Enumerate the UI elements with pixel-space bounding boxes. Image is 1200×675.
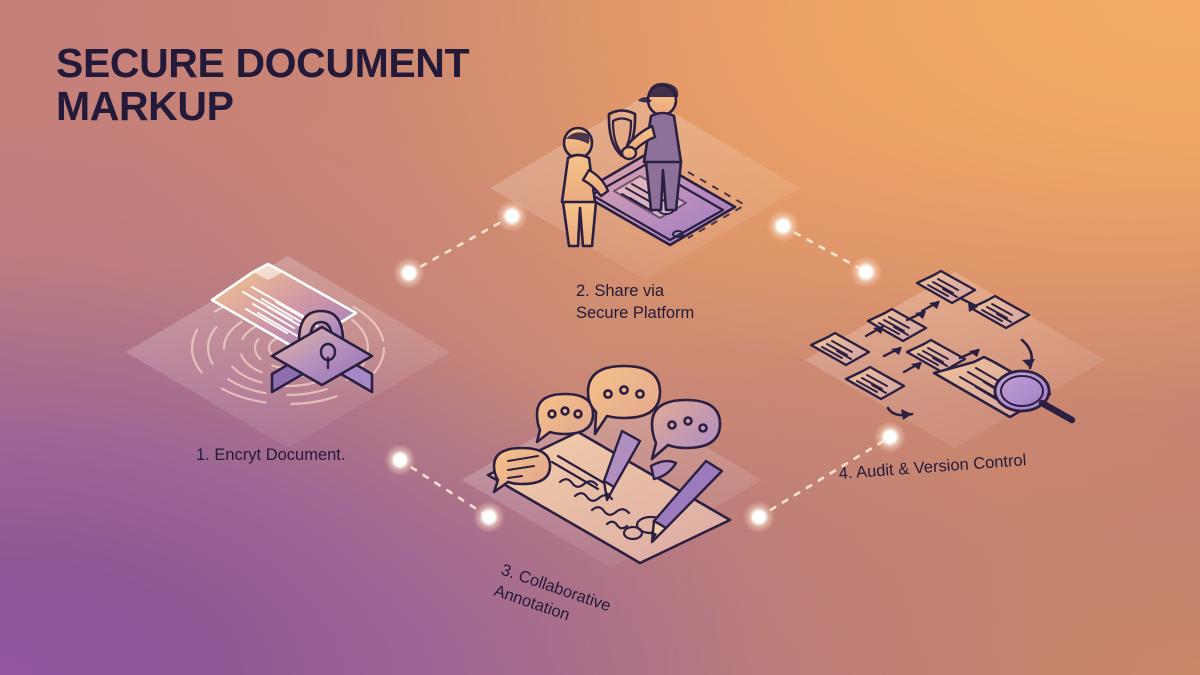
- version-arrow-head: [873, 301, 980, 370]
- connector-nodes: [384, 200, 906, 533]
- step-1-label: 1. Encryt Document.: [196, 446, 346, 464]
- two-people-tablet-shield-icon: [560, 82, 747, 248]
- connector-step1-step2: [407, 214, 514, 275]
- locked-document-fingerprint-icon: [190, 262, 386, 406]
- connector-step1-step3: [398, 458, 491, 519]
- connector-step3-step4: [757, 435, 892, 519]
- version-tree-magnifier-icon: [809, 269, 1076, 424]
- version-document-node: [809, 269, 1031, 401]
- step-2-label: 2. Share via Secure Platform: [576, 282, 695, 322]
- annotated-page-speech-bubbles-pencils-icon: [486, 364, 732, 565]
- page-title: Secure Document Markup: [56, 40, 470, 130]
